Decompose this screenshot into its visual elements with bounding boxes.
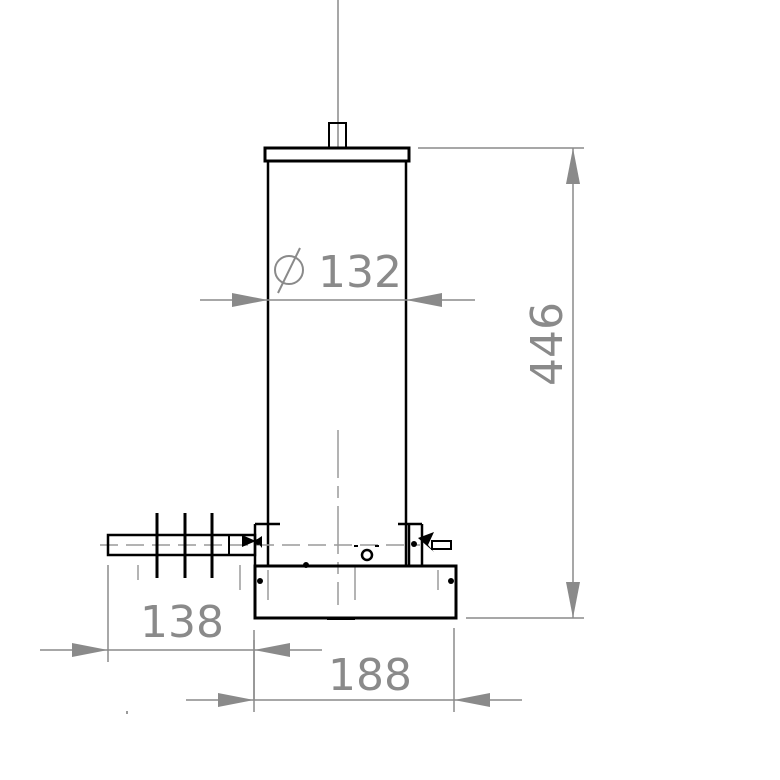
dimension-side-offset: 138	[40, 565, 322, 700]
base-width-label: 188	[328, 650, 412, 701]
right-clamp-wingnut	[418, 532, 434, 552]
base-foot	[327, 617, 355, 620]
side-offset-label: 138	[140, 597, 224, 648]
dimension-base-width: 188	[186, 628, 522, 712]
dimension-diameter: 132	[200, 247, 475, 307]
height-label: 446	[522, 302, 573, 386]
diameter-label: 132	[318, 247, 402, 298]
right-clamp-handle	[431, 540, 452, 550]
ring-hook	[360, 548, 374, 562]
top-lid	[263, 146, 411, 163]
base-top-nub	[303, 562, 309, 568]
left-clamp-wingnut	[242, 535, 262, 548]
diameter-symbol-icon	[274, 247, 304, 294]
base-bolt-right	[448, 578, 454, 584]
side-rod	[106, 533, 257, 557]
base-bolt-left	[257, 578, 263, 584]
dimension-height: 446	[418, 147, 584, 619]
stray-mark	[126, 711, 128, 714]
right-clamp-bolt	[411, 541, 417, 547]
left-clamp-bolt	[255, 539, 261, 545]
base-box	[253, 564, 458, 620]
